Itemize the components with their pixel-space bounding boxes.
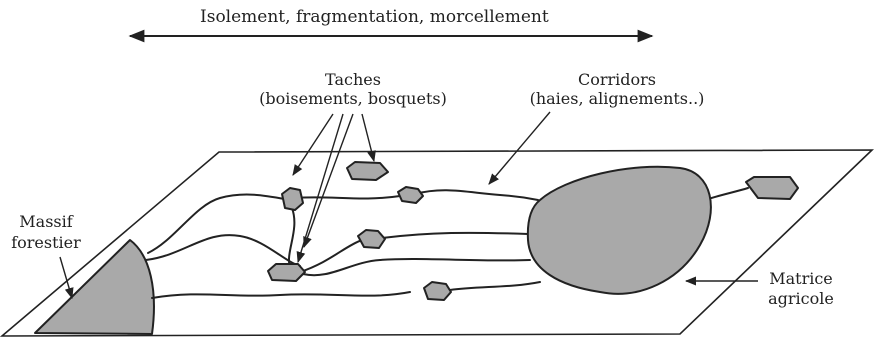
patch	[282, 188, 303, 210]
massif-line-2: forestier	[6, 232, 86, 253]
corridors-subtitle: (haies, alignements..)	[512, 89, 722, 108]
matrice-line-1: Matrice	[756, 269, 846, 289]
corridors-title: Corridors	[512, 70, 722, 89]
patch	[398, 187, 423, 203]
massif-forestier-shape	[35, 240, 154, 334]
massif-label: Massif forestier	[6, 211, 86, 253]
patch	[268, 264, 305, 281]
corridors-label: Corridors (haies, alignements..)	[512, 70, 722, 108]
diagram-title: Isolement, fragmentation, morcellement	[200, 8, 549, 27]
taches-subtitle: (boisements, bosquets)	[238, 89, 468, 108]
taches-title: Taches	[238, 70, 468, 89]
patch	[347, 162, 388, 180]
patch	[424, 282, 451, 300]
matrice-line-2: agricole	[756, 289, 846, 309]
matrice-label: Matrice agricole	[756, 269, 846, 309]
massif-line-1: Massif	[6, 211, 86, 232]
taches-label: Taches (boisements, bosquets)	[238, 70, 468, 108]
